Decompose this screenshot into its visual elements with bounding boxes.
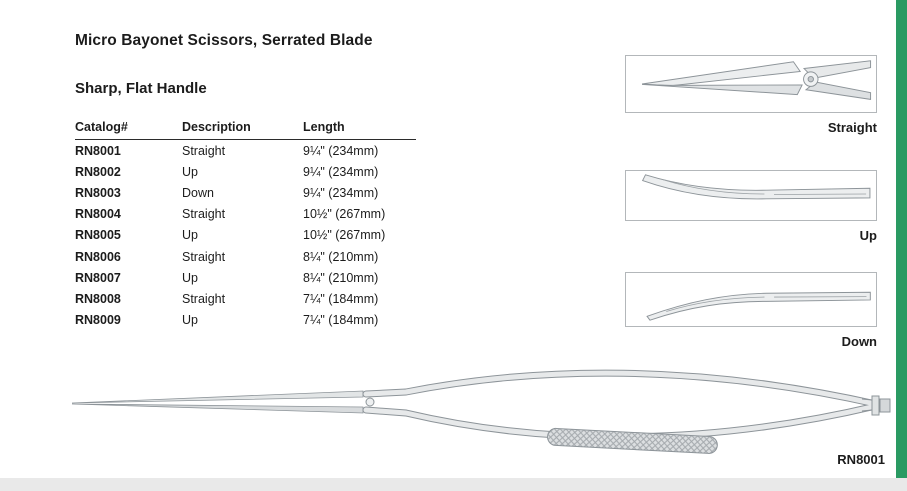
page-subtitle: Sharp, Flat Handle <box>75 80 207 97</box>
description-cell: Straight <box>182 249 226 264</box>
thumbnail-caption-straight: Straight <box>827 120 877 135</box>
col-header-catalog: Catalog# <box>75 118 182 140</box>
length-cell: 7¼" (184mm) <box>303 313 379 328</box>
length-cell: 10½" (267mm) <box>303 207 386 222</box>
length-cell: 9¼" (234mm) <box>303 143 379 158</box>
straight-tip-image <box>625 55 877 113</box>
catalog-number: RN8003 <box>75 185 121 200</box>
catalog-page: Micro Bayonet Scissors, Serrated Blade S… <box>0 0 907 478</box>
catalog-number: RN8004 <box>75 207 121 222</box>
table-row: RN8001 Straight 9¼" (234mm) <box>75 140 416 162</box>
instrument-image <box>58 352 894 464</box>
catalog-number: RN8008 <box>75 291 121 306</box>
description-cell: Straight <box>182 143 226 158</box>
up-tip-image <box>625 170 877 221</box>
thumbnail-caption-down: Down <box>841 334 877 349</box>
length-cell: 7¼" (184mm) <box>303 291 379 306</box>
table-row: RN8004 Straight 10½" (267mm) <box>75 204 416 225</box>
description-cell: Straight <box>182 207 226 222</box>
length-cell: 8¼" (210mm) <box>303 270 379 285</box>
accent-stripe <box>896 0 907 478</box>
page-title: Micro Bayonet Scissors, Serrated Blade <box>75 32 373 49</box>
table-header-row: Catalog# Description Length <box>75 118 416 140</box>
catalog-number: RN8005 <box>75 228 121 243</box>
table-row: RN8007 Up 8¼" (210mm) <box>75 267 416 288</box>
table-row: RN8003 Down 9¼" (234mm) <box>75 182 416 203</box>
description-cell: Up <box>182 270 198 285</box>
description-cell: Up <box>182 228 198 243</box>
col-header-description: Description <box>182 118 303 140</box>
down-tip-drawing <box>646 291 871 321</box>
thumbnail-down: Down <box>625 272 877 349</box>
length-cell: 9¼" (234mm) <box>303 164 379 179</box>
straight-tip-drawing <box>641 60 872 100</box>
description-cell: Up <box>182 313 198 328</box>
catalog-number: RN8006 <box>75 249 121 264</box>
length-cell: 9¼" (234mm) <box>303 185 379 200</box>
col-header-length: Length <box>303 118 416 140</box>
length-cell: 10½" (267mm) <box>303 228 386 243</box>
instrument-caption: RN8001 <box>837 452 885 467</box>
thumbnail-up: Up <box>625 170 877 243</box>
thumbnail-straight: Straight <box>625 55 877 135</box>
instrument-drawing <box>71 369 891 454</box>
thumbnail-caption-up: Up <box>859 228 877 243</box>
description-cell: Up <box>182 164 198 179</box>
table-row: RN8006 Straight 8¼" (210mm) <box>75 246 416 267</box>
table-row: RN8008 Straight 7¼" (184mm) <box>75 288 416 309</box>
table-row: RN8002 Up 9¼" (234mm) <box>75 161 416 182</box>
description-cell: Down <box>182 185 214 200</box>
table-row: RN8009 Up 7¼" (184mm) <box>75 310 416 331</box>
length-cell: 8¼" (210mm) <box>303 249 379 264</box>
catalog-number: RN8002 <box>75 164 121 179</box>
knurled-grip <box>547 427 718 454</box>
up-tip-drawing <box>641 174 871 200</box>
description-cell: Straight <box>182 291 226 306</box>
catalog-number: RN8001 <box>75 143 121 158</box>
table-row: RN8005 Up 10½" (267mm) <box>75 225 416 246</box>
catalog-number: RN8007 <box>75 270 121 285</box>
catalog-table: Catalog# Description Length RN8001 Strai… <box>75 118 416 331</box>
catalog-number: RN8009 <box>75 313 121 328</box>
down-tip-image <box>625 272 877 327</box>
